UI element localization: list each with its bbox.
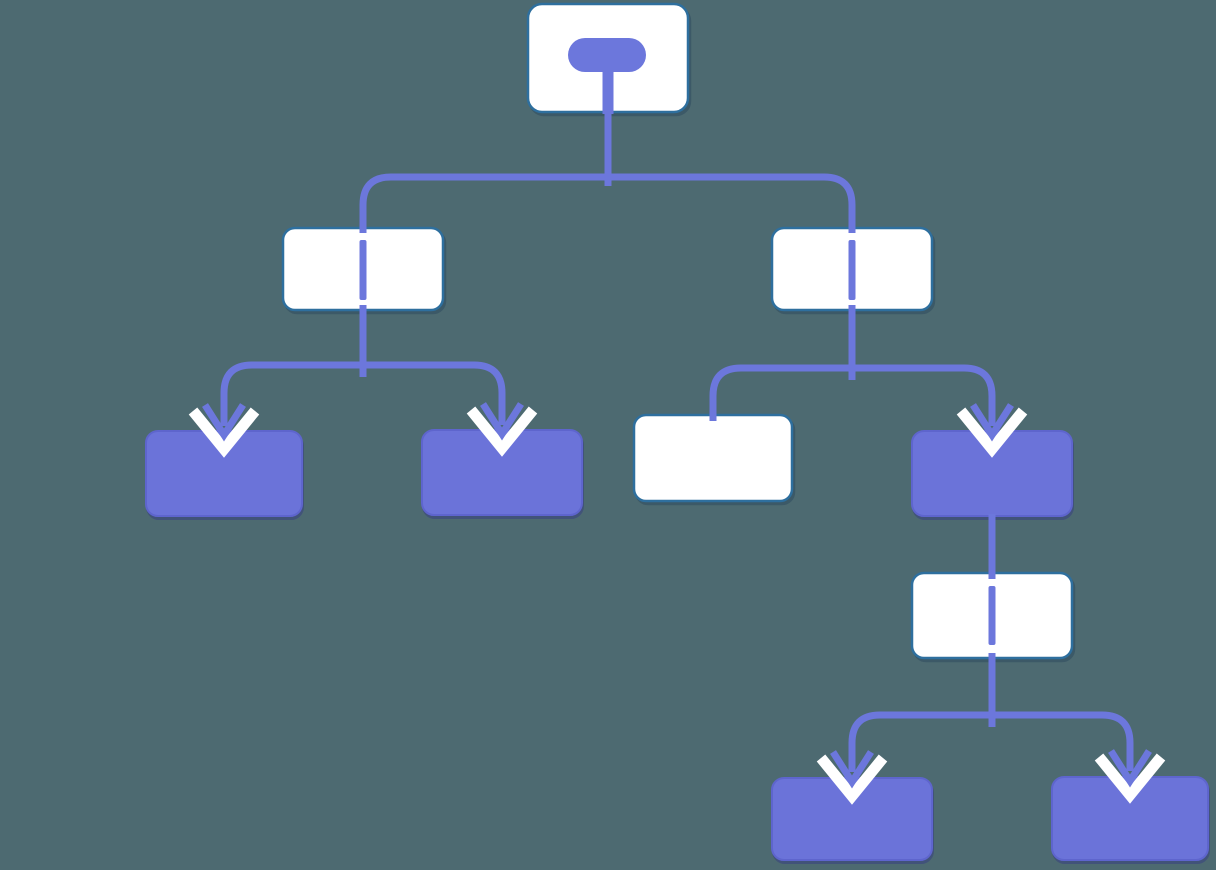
double-chevron-down-icon xyxy=(466,402,538,457)
edge-branch-right-to-terminal xyxy=(852,364,996,426)
edge-root-to-branch-right xyxy=(608,173,856,233)
vertical-bar-icon xyxy=(988,586,996,645)
double-chevron-down-icon xyxy=(956,403,1028,458)
edge-branch-bottom-to-leaf-1 xyxy=(848,711,992,772)
edges-layer xyxy=(220,110,1134,772)
edge-branch-left-to-leaf-1 xyxy=(220,361,363,426)
edge-branch-right-to-empty xyxy=(709,364,852,421)
nodes-layer xyxy=(145,2,1209,861)
double-chevron-down-icon xyxy=(816,750,888,805)
edge-branch-left-to-leaf-2 xyxy=(363,361,506,425)
node-right-empty-box[interactable] xyxy=(632,413,794,503)
double-chevron-down-icon xyxy=(188,403,260,458)
edge-root-to-branch-left xyxy=(359,173,608,233)
icons-layer xyxy=(188,38,1166,805)
vertical-bar-icon xyxy=(359,240,367,300)
edge-branch-bottom-to-leaf-2 xyxy=(992,711,1134,771)
start-pill-icon xyxy=(568,38,646,114)
vertical-bar-icon xyxy=(848,240,856,300)
double-chevron-down-icon xyxy=(1094,749,1166,804)
